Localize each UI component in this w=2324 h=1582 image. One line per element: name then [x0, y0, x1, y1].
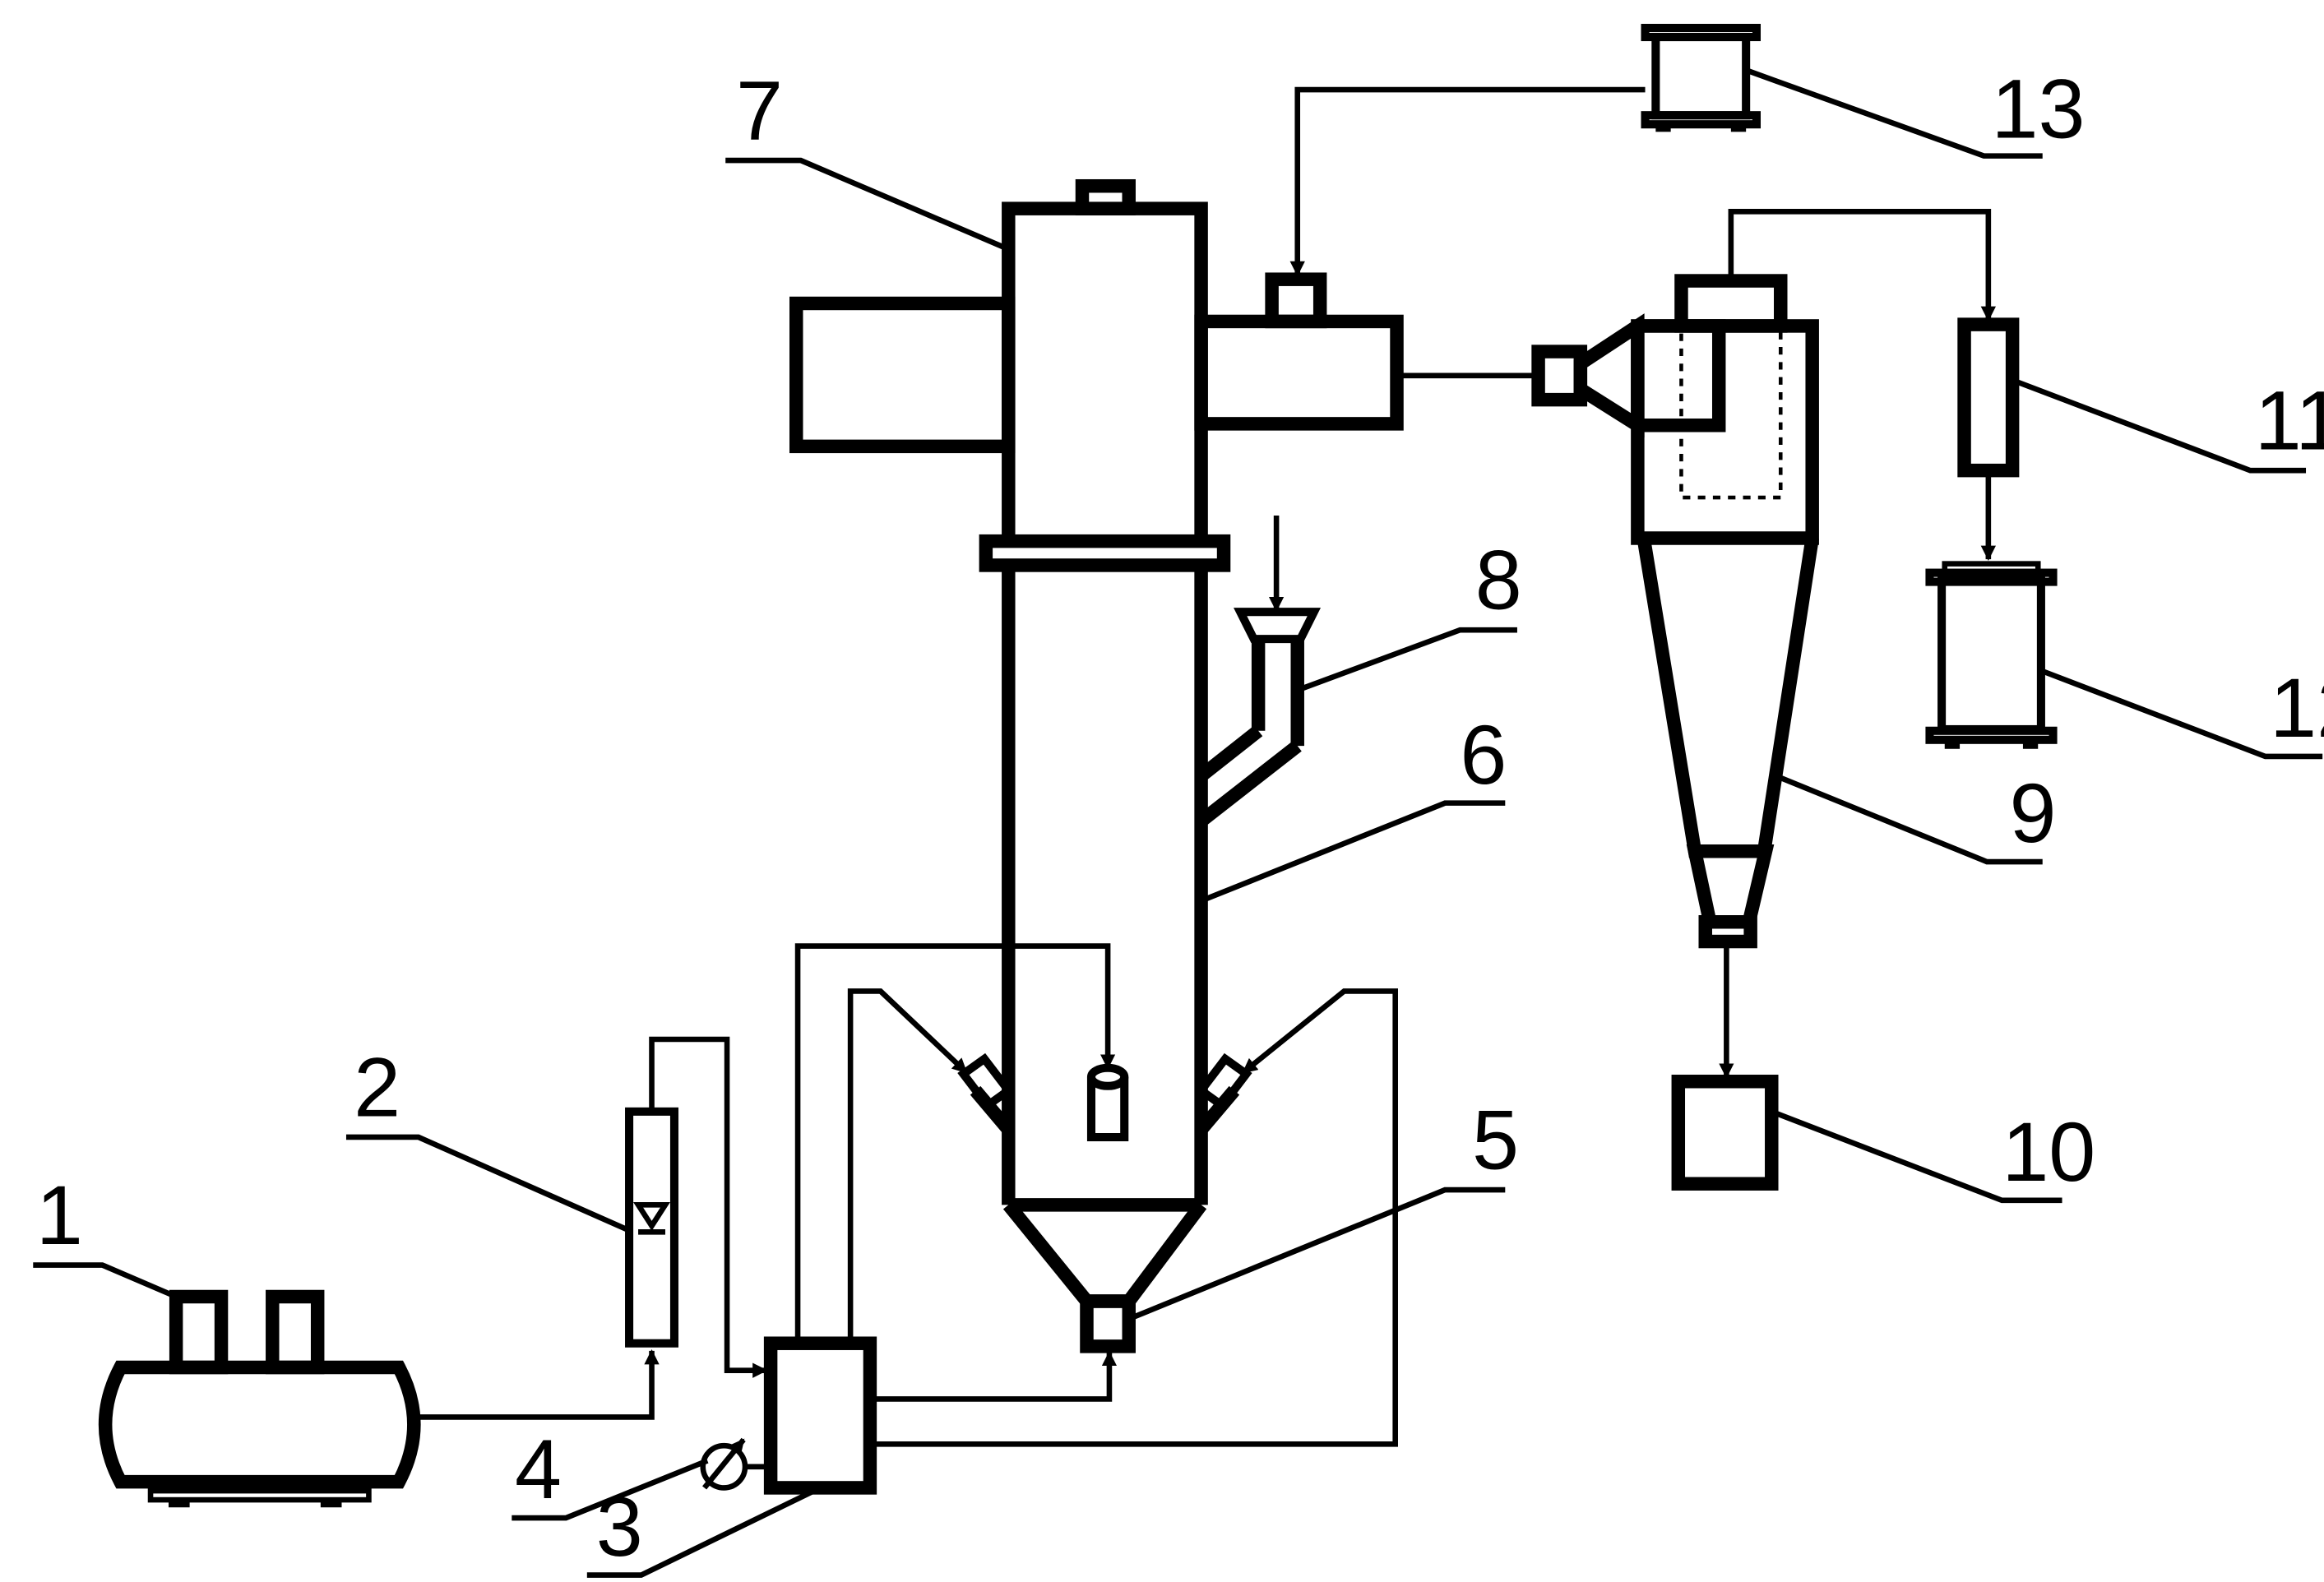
label-12: 12	[2270, 660, 2324, 755]
control-box	[763, 1336, 877, 1495]
compressor	[98, 1289, 421, 1508]
label-2: 2	[354, 1039, 400, 1134]
label-9: 9	[2009, 766, 2056, 860]
feed-hopper	[1197, 516, 1322, 827]
label-8: 8	[1475, 533, 1522, 627]
cyclone	[1531, 274, 1819, 949]
label-1: 1	[36, 1168, 83, 1262]
pipes	[419, 86, 1996, 1447]
number-labels: 1 2 3 4 5 6 7 8 9 10 11 12 13	[36, 62, 2324, 1574]
vacuum-pump	[1925, 561, 2058, 749]
label-5: 5	[1472, 1092, 1519, 1186]
filter	[1957, 317, 2020, 478]
label-11: 11	[2255, 373, 2324, 468]
label-13: 13	[1992, 62, 2086, 156]
pressure-gauge	[700, 1437, 771, 1491]
side-nozzles	[957, 1052, 1252, 1142]
label-4: 4	[515, 1422, 562, 1516]
flowmeter	[625, 1107, 679, 1348]
label-3: 3	[596, 1479, 643, 1574]
label-7: 7	[736, 62, 783, 157]
leader-lines	[33, 67, 2323, 1578]
column-body	[789, 178, 1404, 1353]
label-10: 10	[2002, 1104, 2095, 1199]
label-6: 6	[1460, 707, 1507, 802]
collector	[1671, 1075, 1779, 1191]
fan	[1641, 23, 1762, 132]
